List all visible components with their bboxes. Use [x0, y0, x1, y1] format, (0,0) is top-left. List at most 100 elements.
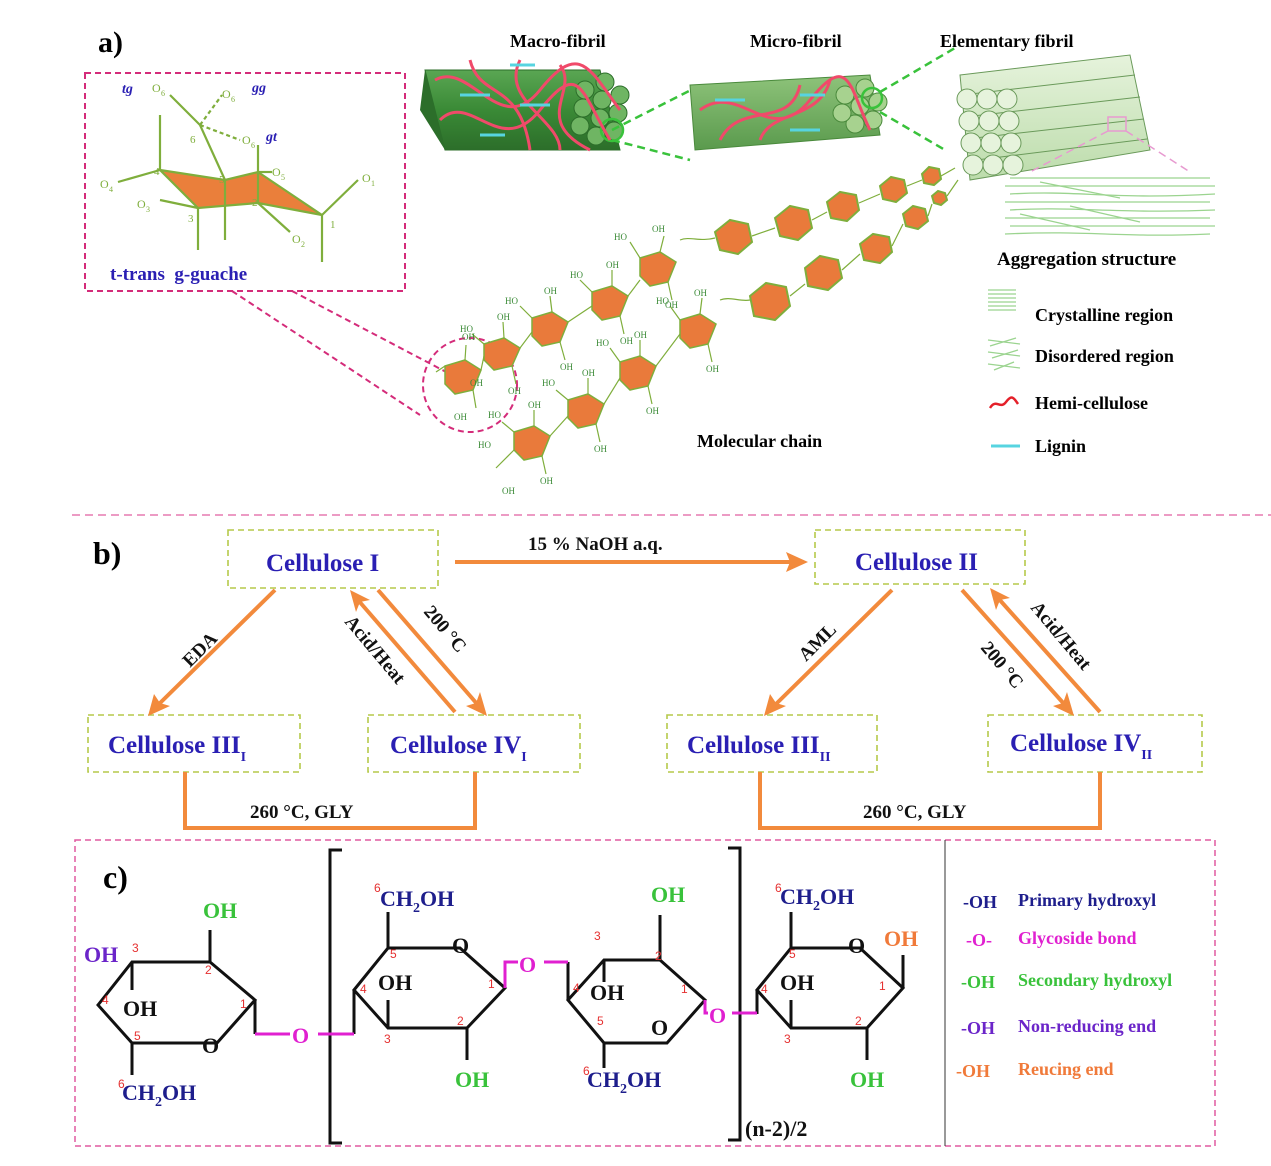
cnum-3-3: 3: [594, 929, 601, 943]
chain-oh-10: OH: [706, 364, 719, 374]
ring-num-1: 1: [330, 219, 336, 231]
atom-o4: O: [100, 177, 109, 191]
atom-o2: O: [292, 232, 301, 246]
chain-oh-6: OH: [560, 362, 573, 372]
atom-o1-sub: 1: [371, 179, 375, 188]
chain-ho-2: HO: [570, 270, 583, 280]
chain-oh-20: OH: [470, 378, 483, 388]
micro-elem-line-1: [879, 46, 956, 94]
chain-oh-2: OH: [665, 300, 678, 310]
box-cellulose-i: [227, 529, 439, 589]
hexagon-chain: [713, 165, 949, 322]
chain-ho-5: HO: [656, 296, 669, 306]
arrow-aml: [773, 588, 894, 707]
c-oh-nonreducing: OH: [84, 942, 118, 967]
c-oh-ring4-3: OH: [780, 970, 814, 995]
label-gg: gg: [251, 81, 266, 96]
cnum-2-6: 6: [374, 881, 381, 895]
chain-oh-7: OH: [497, 312, 510, 322]
c-oh-ring1-3: OH: [123, 996, 157, 1021]
cnum-2-1: 1: [488, 977, 495, 991]
arrow-acid-heat-right: [996, 596, 1102, 714]
cnum-4-4: 4: [761, 982, 768, 996]
elem-agg-line-1: [1029, 130, 1109, 173]
chain-oh-19: OH: [454, 412, 467, 422]
atom-o5-sub: 5: [281, 173, 285, 182]
c-oh-secondary-3: OH: [651, 882, 685, 907]
cnum-4-5: 5: [789, 947, 796, 961]
chain-oh-5: OH: [544, 286, 557, 296]
box-cellulose-iii-i: [87, 714, 301, 773]
cnum-1-2: 2: [205, 963, 212, 977]
zoom-line-2: [291, 290, 451, 375]
gly-connectors: [183, 772, 1102, 830]
atom-o6c-sub: 6: [251, 141, 255, 150]
aggregation-title: Aggregation structure: [997, 249, 1176, 270]
node-cellulose-ii: Cellulose II: [855, 549, 978, 576]
arrow-acid-heat-left: [356, 598, 457, 714]
cnum-4-2: 2: [855, 1014, 862, 1028]
c-repeat-label: (n-2)/2: [745, 1116, 807, 1141]
box-cellulose-iii-ii: [666, 714, 878, 773]
arrow-200-left: [376, 588, 480, 707]
node-cellulose-iv-i: Cellulose IVI: [390, 732, 527, 765]
cnum-4-1: 1: [879, 979, 886, 993]
c-o-bond-2: O: [519, 952, 536, 977]
chain-oh-1: OH: [652, 224, 665, 234]
macro-micro-line-2: [611, 138, 691, 162]
panel-c-box: [74, 839, 1216, 1147]
chain-oh-14: OH: [594, 444, 607, 454]
chain-oh-17: OH: [502, 486, 515, 496]
c-ch2oh-1: CH2OH: [122, 1080, 196, 1110]
c-o-ring4: O: [848, 933, 865, 958]
chain-oh-15: OH: [528, 400, 541, 410]
legend-c-symbol-0: -OH: [963, 892, 997, 912]
ring-num-5: 5: [219, 174, 225, 186]
atom-o1: O: [362, 171, 371, 185]
c-o-ring2: O: [452, 933, 469, 958]
atom-o6a: O: [152, 81, 161, 95]
label-aml: AML: [795, 619, 841, 665]
c-oh-secondary-1: OH: [203, 898, 237, 923]
chain-ho-6: HO: [596, 338, 609, 348]
molecular-chain: OH HO OH OH HO OH OH HO OH OH HO OH OH H…: [435, 224, 719, 496]
ring-num-3: 3: [188, 213, 194, 225]
c-o-ring1: O: [202, 1033, 219, 1058]
c-ch2oh-3: CH2OH: [587, 1067, 661, 1097]
hemicellulose-icon: [988, 396, 1020, 409]
aggregation-structure: [1004, 177, 1216, 236]
cnum-1-3: 3: [132, 941, 139, 955]
legend-disordered: Disordered region: [1035, 346, 1174, 366]
label-gly-right: 260 °C, GLY: [863, 802, 967, 823]
glucose-chair-model: [117, 94, 359, 262]
chain-oh-18: OH: [462, 332, 475, 342]
legend-crystalline: Crystalline region: [1035, 305, 1173, 325]
chain-oh-8: OH: [508, 386, 521, 396]
molecular-chain-label: Molecular chain: [697, 431, 822, 451]
label-gt: gt: [265, 130, 278, 145]
zoom-circle: [422, 337, 518, 433]
chain-oh-4: OH: [620, 336, 633, 346]
legend-c-symbol-1: -O-: [966, 930, 992, 950]
box-cellulose-iv-ii: [987, 714, 1203, 773]
c-oh-ring2-3: OH: [378, 970, 412, 995]
cnum-1-1: 1: [240, 997, 247, 1011]
c-ch2oh-4: CH2OH: [780, 884, 854, 914]
bracket-left: [328, 848, 342, 1145]
cnum-3-4: 4: [573, 981, 580, 995]
chain-ho-4: HO: [460, 324, 473, 334]
chain-oh-12: OH: [646, 406, 659, 416]
cnum-3-6: 6: [583, 1064, 590, 1078]
c-oh-secondary-4: OH: [850, 1067, 884, 1092]
glycosidic-bonds: [255, 960, 757, 1036]
label-naoh: 15 % NaOH a.q.: [528, 534, 663, 555]
legend-lignin: Lignin: [1035, 436, 1086, 456]
ring-num-6: 6: [190, 134, 196, 146]
micro-elem-line-2: [879, 110, 946, 152]
c-ch2oh-2: CH2OH: [380, 886, 454, 916]
carbon-numbers: 3 2 4 1 5 6 6 5 4 1 2 3 3 2 4 1 5 6 6 5 …: [102, 881, 886, 1091]
chain-oh-16: OH: [540, 476, 553, 486]
title-macro-fibril: Macro-fibril: [510, 31, 606, 51]
